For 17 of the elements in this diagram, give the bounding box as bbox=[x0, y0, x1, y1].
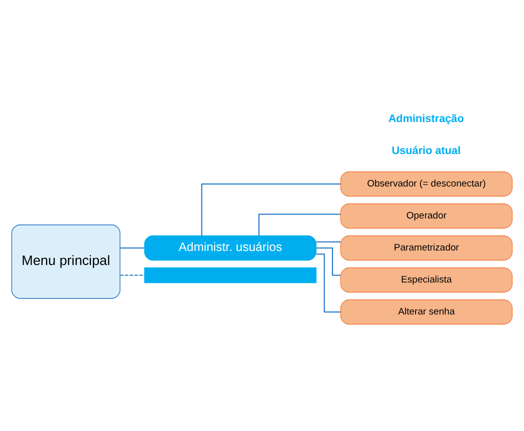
node-box: Observador (= desconectar) bbox=[340, 170, 513, 196]
connector bbox=[316, 253, 340, 312]
node-box: Parametrizador bbox=[340, 234, 513, 260]
node-box: Alterar senha bbox=[340, 298, 513, 324]
connector bbox=[120, 274, 144, 276]
connector bbox=[258, 213, 340, 236]
node-bar bbox=[144, 266, 316, 283]
connector bbox=[120, 247, 144, 248]
node-box: Administr. usuários bbox=[144, 234, 316, 260]
connector bbox=[316, 247, 340, 276]
connector bbox=[316, 240, 341, 242]
connector bbox=[201, 182, 341, 236]
node-box: Operador bbox=[340, 202, 513, 228]
label: Administração bbox=[388, 112, 464, 124]
node-box: Menu principal bbox=[11, 224, 120, 298]
node-box: Especialista bbox=[340, 266, 513, 292]
label: Usuário atual bbox=[392, 144, 461, 156]
